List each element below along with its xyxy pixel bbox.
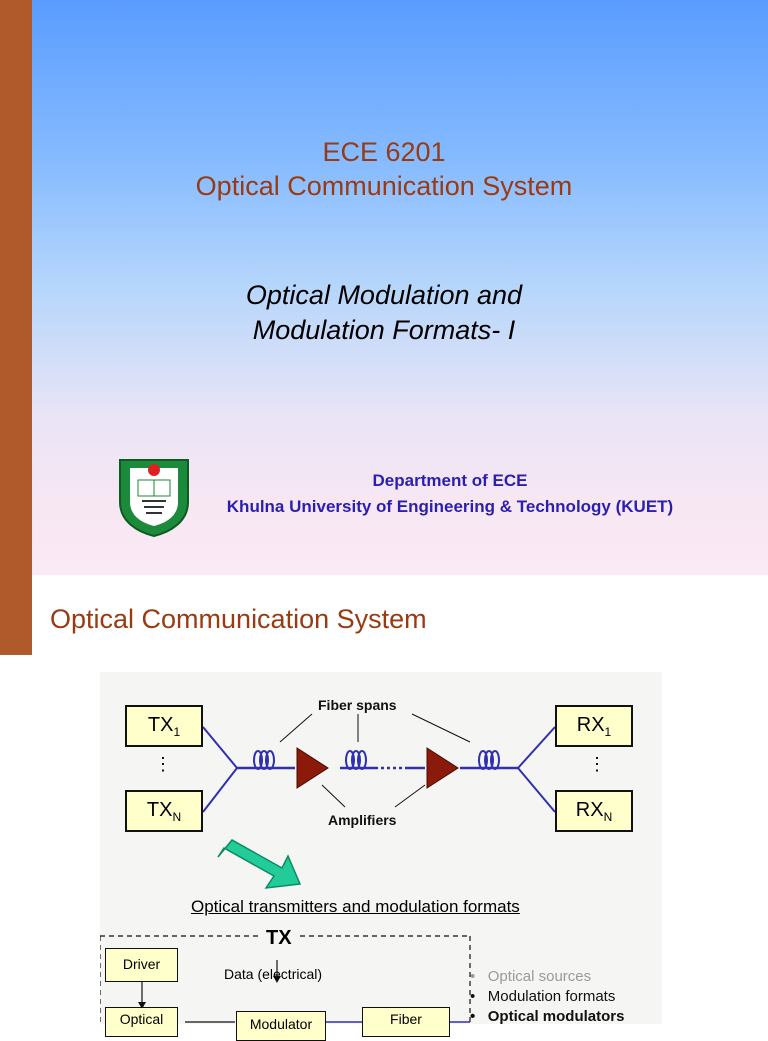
tx1-index: 1 <box>173 725 181 739</box>
rxn-index: N <box>603 810 613 824</box>
list-item: • Optical modulators <box>470 1008 625 1025</box>
modulator-box: Modulator <box>236 1011 326 1041</box>
svg-text:⋮: ⋮ <box>588 754 606 774</box>
rx1-label: RX <box>576 714 605 736</box>
txn-label: TX <box>146 799 173 821</box>
system-diagram-lines: ⋮ ⋮ <box>100 713 606 1024</box>
lecture-subtitle-line1: Optical Modulation and <box>245 280 523 310</box>
list-item: • Optical sources <box>470 968 592 985</box>
driver-box: Driver <box>105 948 178 982</box>
rxn-label: RX <box>575 799 604 821</box>
data-electrical-label: Data (electrical) <box>224 966 323 982</box>
kuet-logo-icon <box>119 459 189 538</box>
rx1-link <box>517 726 556 769</box>
fiber-coil-icon <box>253 750 275 770</box>
svg-text:⋮: ⋮ <box>154 754 172 774</box>
course-name: Optical Communication System <box>195 171 573 201</box>
fiber-coil-icon <box>345 750 367 770</box>
arrow-icon <box>217 839 302 889</box>
rxn-link <box>517 767 556 813</box>
optical-source-box: Optical <box>105 1007 178 1037</box>
bullet-optical-modulators: Optical modulators <box>487 1008 625 1025</box>
tx1-box: TX1 <box>125 705 203 747</box>
txn-box: TXN <box>125 790 203 832</box>
rxn-box: RXN <box>555 790 633 832</box>
department-name: Department of ECE <box>372 471 528 490</box>
bullet-modulation-formats: Modulation formats <box>487 988 616 1005</box>
rx1-box: RX1 <box>555 705 633 747</box>
university-name: Khulna University of Engineering & Techn… <box>226 497 674 516</box>
lecture-subtitle-line2: Modulation Formats- I <box>252 315 516 345</box>
amplifier-icon <box>426 747 459 789</box>
fiber-box: Fiber <box>362 1007 450 1037</box>
tx1-label: TX <box>147 714 174 736</box>
fiber-spans-label: Fiber spans <box>318 697 397 713</box>
fiber-coil-icon <box>478 750 500 770</box>
rx1-index: 1 <box>604 725 612 739</box>
slide-title: Optical Communication System <box>50 604 427 634</box>
topic-list: • Optical sources • Modulation formats •… <box>470 967 624 1027</box>
sidebar-accent-bar <box>0 0 32 655</box>
txn-index: N <box>172 810 182 824</box>
amplifier-icon <box>296 747 329 789</box>
tx1-link <box>202 726 238 769</box>
list-item: • Modulation formats <box>470 988 616 1005</box>
bullet-optical-sources: Optical sources <box>487 968 592 985</box>
course-code: ECE 6201 <box>322 137 446 167</box>
txn-link <box>202 767 238 813</box>
tx-section-label: TX <box>266 927 292 949</box>
diagram-caption: Optical transmitters and modulation form… <box>191 897 520 916</box>
amplifiers-label: Amplifiers <box>328 812 397 828</box>
